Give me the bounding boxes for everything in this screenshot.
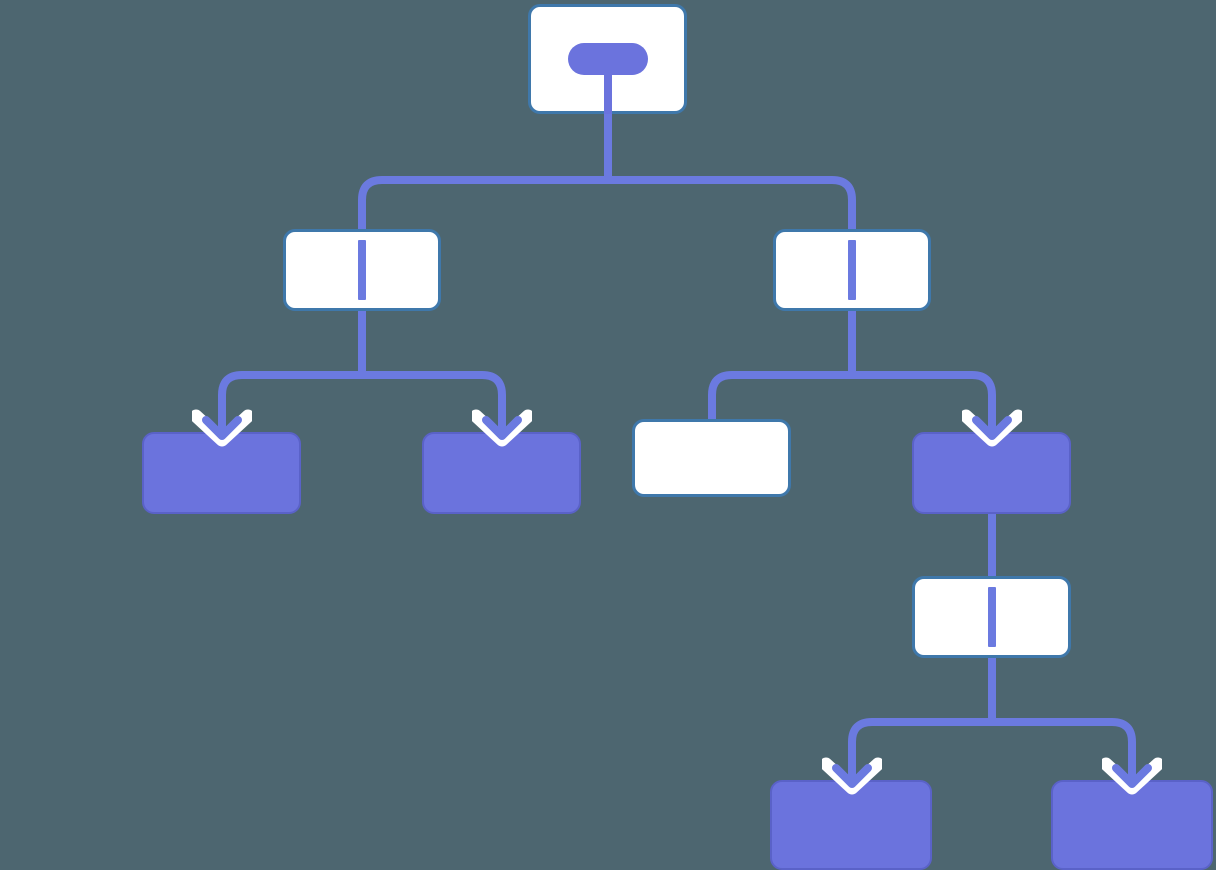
edge-left-leaf1 bbox=[218, 371, 362, 436]
edge-left-leaf2 bbox=[362, 371, 506, 436]
node-sub-branch-tick bbox=[988, 587, 996, 647]
edge-root-split bbox=[358, 176, 608, 229]
node-leaf-2[interactable] bbox=[422, 432, 581, 514]
pin-marker-icon bbox=[568, 43, 648, 75]
pin-stem-icon bbox=[604, 70, 612, 114]
edge-sub-leaf4 bbox=[848, 718, 992, 784]
node-leaf-1[interactable] bbox=[142, 432, 301, 514]
node-mid-right[interactable] bbox=[912, 432, 1071, 514]
edge-root-split-right bbox=[608, 176, 856, 229]
node-left-branch-tick bbox=[358, 240, 366, 300]
node-leaf-5[interactable] bbox=[1051, 780, 1213, 870]
edge-sub-leaf5 bbox=[992, 718, 1136, 784]
edge-right-leaf3 bbox=[708, 371, 852, 419]
edge-right-midright bbox=[852, 371, 996, 436]
node-leaf-4[interactable] bbox=[770, 780, 932, 870]
node-leaf-3[interactable] bbox=[632, 419, 791, 497]
node-right-branch-tick bbox=[848, 240, 856, 300]
